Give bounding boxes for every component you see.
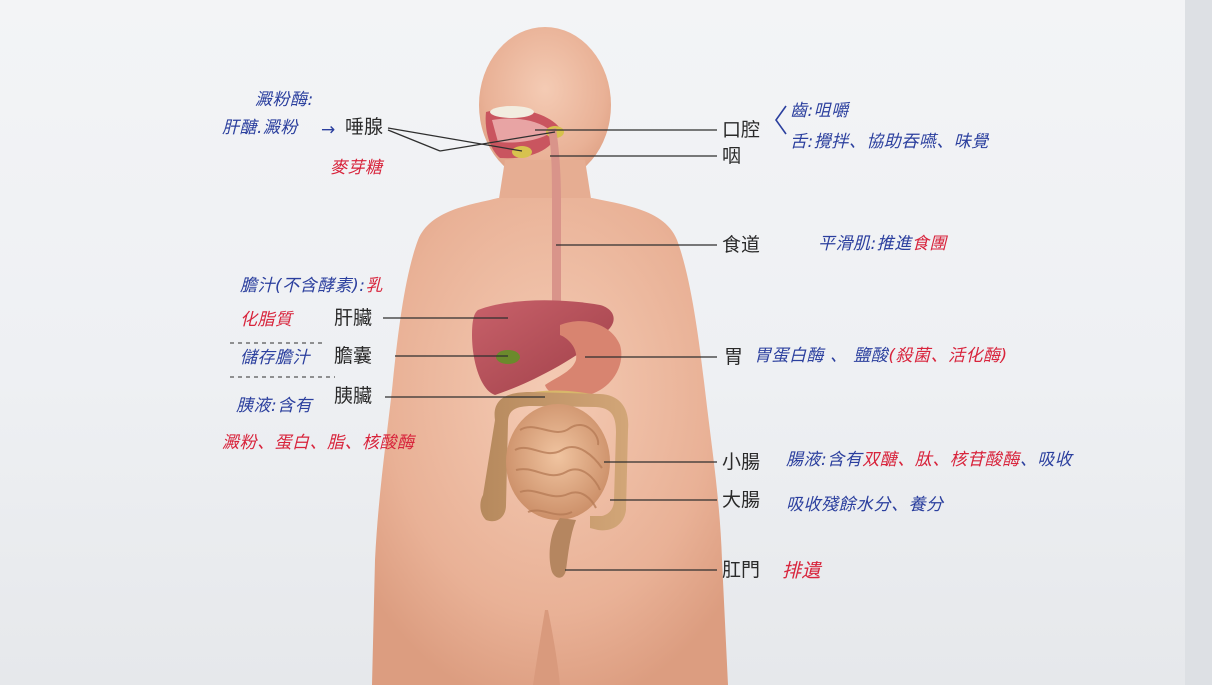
oral-bracket [776, 106, 786, 134]
stomach-note: 胃蛋白酶 、 鹽酸(殺菌、活化酶) [754, 348, 1008, 365]
bile-note: 膽汁(不含酵素):乳 [240, 278, 383, 295]
stomach-note-part-2: (殺菌、活化酶) [888, 346, 1007, 366]
gallbladder-label: 膽囊 [334, 347, 372, 366]
head [479, 27, 611, 183]
teeth-note: 齒:咀嚼 [790, 103, 849, 120]
maltose-note: 麥芽糖 [330, 160, 383, 177]
pancreatic-enzymes-note: 澱粉、蛋白、脂、核酸酶 [222, 435, 415, 452]
small-intestine-note: 腸液:含有双醣、肽、核苷酸酶、吸收 [786, 452, 1072, 469]
small-intestine-note-part-1: 腸液:含有 [786, 450, 862, 470]
large-intestine-label: 大腸 [722, 491, 760, 510]
stomach-note-part-1: 胃蛋白酶 、 鹽酸 [754, 346, 888, 366]
amylase-arrow: → [321, 122, 336, 139]
bile-emulsify-note: 化脂質 [240, 312, 293, 329]
anus-note: 排遺 [782, 562, 821, 581]
pancreatic-juice-note: 胰液:含有 [236, 398, 312, 415]
bile-note-part-2: 乳 [366, 276, 384, 296]
amylase-header-note: 澱粉酶: [255, 92, 314, 109]
bile-note-part-1: 膽汁(不含酵素): [240, 276, 366, 296]
oral-cavity-label: 口腔 [722, 121, 760, 140]
small-intestine-label: 小腸 [722, 453, 760, 472]
pancreas-label: 胰臟 [334, 387, 372, 406]
liver-label: 肝臟 [334, 309, 372, 328]
gallbladder-note: 儲存膽汁 [240, 350, 310, 367]
salivary-gland-shape-2 [512, 146, 532, 158]
esophagus-note: 平滑肌:推進食團 [818, 236, 947, 253]
small-intestine-note-part-3: 、吸收 [1020, 450, 1073, 470]
gallbladder-shape [496, 350, 520, 364]
small-intestine-note-part-2: 双醣、肽、核苷酸酶 [862, 450, 1020, 470]
esophagus-note-part-2: 食團 [912, 234, 947, 254]
anus-label: 肛門 [722, 561, 760, 580]
pharynx-label: 咽 [722, 147, 741, 166]
stomach-label: 胃 [724, 348, 743, 367]
teeth-shape [490, 106, 534, 118]
esophagus-note-part-1: 平滑肌:推進 [818, 234, 912, 254]
tongue-note: 舌:攪拌、協助吞嚥、味覺 [790, 134, 989, 151]
page-edge [1185, 0, 1212, 685]
amylase-substrate-note: 肝醣.澱粉 [222, 120, 298, 137]
small-intestine-shape [506, 404, 610, 520]
large-intestine-note: 吸收殘餘水分、養分 [786, 497, 944, 514]
esophagus-label: 食道 [722, 236, 760, 255]
salivary-gland-label: 唾腺 [345, 118, 383, 137]
